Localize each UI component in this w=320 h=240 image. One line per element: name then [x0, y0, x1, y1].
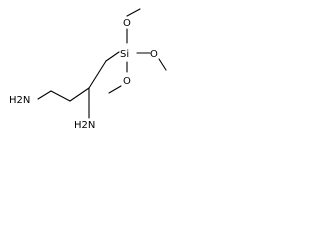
atom-silicon: Si — [120, 49, 129, 60]
bond-ch-ch2-si — [88, 60, 107, 89]
bond-ch2-si — [105, 51, 120, 62]
bond-o-ch3-right — [158, 58, 167, 71]
bond-nh2-ch2-left — [37, 90, 52, 100]
atom-oxygen-bottom: O — [123, 76, 131, 87]
bond-ch2-ch — [69, 87, 90, 102]
atom-amine-bottom: H2N — [74, 120, 95, 131]
atom-oxygen-top: O — [123, 18, 131, 29]
atom-oxygen-right: O — [150, 49, 158, 60]
bond-o-ch3-bottom — [108, 85, 122, 94]
atom-amine-left: H2N — [9, 95, 30, 106]
bond-o-ch3-top — [126, 8, 141, 17]
chemical-structure: Si O O O H2N H2N — [9, 8, 167, 131]
bond-ch2-ch2-left — [50, 90, 71, 102]
